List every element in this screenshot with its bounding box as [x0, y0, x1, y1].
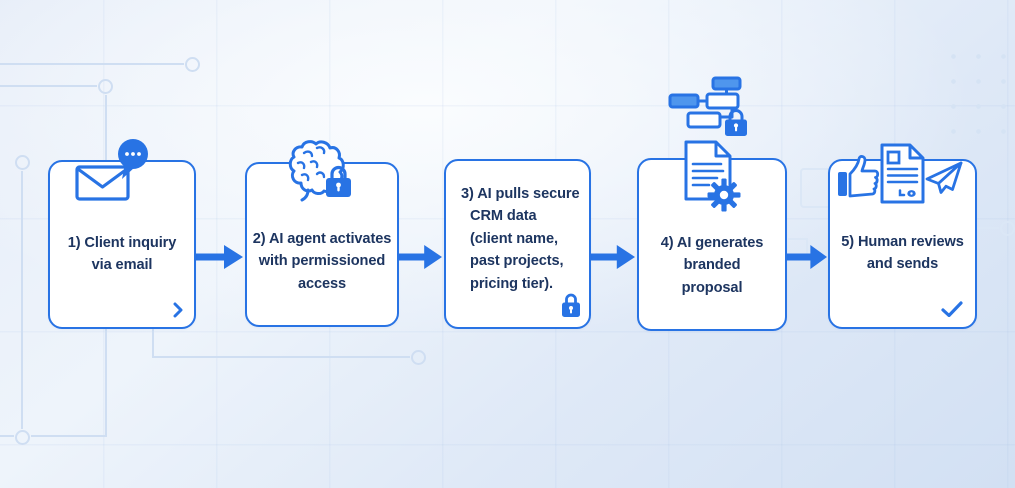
chevron-right-icon [173, 302, 183, 318]
circuit-line [0, 63, 184, 65]
circuit-line [970, 227, 999, 229]
circuit-line [31, 435, 107, 437]
step-2-label: 2) AI agent activates with permissioned … [252, 231, 392, 292]
flow-arrow-icon [785, 245, 827, 269]
step-1-label: 1) Client inquiry via email [67, 235, 177, 274]
lock-icon [562, 293, 580, 317]
flow-arrow-icon [195, 245, 243, 269]
circuit-node [98, 79, 113, 94]
brain-lock-icon [288, 140, 351, 202]
circuit-node [411, 350, 426, 365]
document-icon [880, 143, 925, 204]
step-card-4: 4) AI generates branded proposal [637, 158, 787, 331]
circuit-line [788, 238, 808, 240]
circuit-node [15, 155, 30, 170]
circuit-node [1000, 221, 1015, 236]
circuit-node [185, 57, 200, 72]
circuit-line [0, 435, 14, 437]
circuit-line [0, 85, 97, 87]
circuit-line [806, 238, 808, 256]
envelope-chat-bubble-icon [75, 139, 148, 201]
dot-grid-pattern [938, 41, 1015, 145]
document-gear-icon [684, 140, 741, 212]
circuit-node [15, 430, 30, 445]
review-and-send-icon [838, 143, 963, 204]
paper-plane-icon [925, 161, 963, 194]
circuit-line [152, 324, 154, 358]
circuit-line [21, 171, 23, 429]
thumbs-up-icon [838, 155, 880, 198]
step-4-label: 4) AI generates branded proposal [660, 235, 764, 296]
flow-arrow-icon [589, 245, 635, 269]
step-card-3: 3) AI pulls secure CRM data (client name… [444, 159, 591, 329]
step-5-label: 5) Human reviews and sends [841, 234, 964, 273]
checkmark-icon [941, 301, 963, 317]
workflow-diagram-lock-icon [668, 76, 747, 136]
flow-arrow-icon [397, 245, 442, 269]
circuit-line [152, 356, 410, 358]
step-3-label: 3) AI pulls secure CRM data (client name… [461, 186, 580, 292]
